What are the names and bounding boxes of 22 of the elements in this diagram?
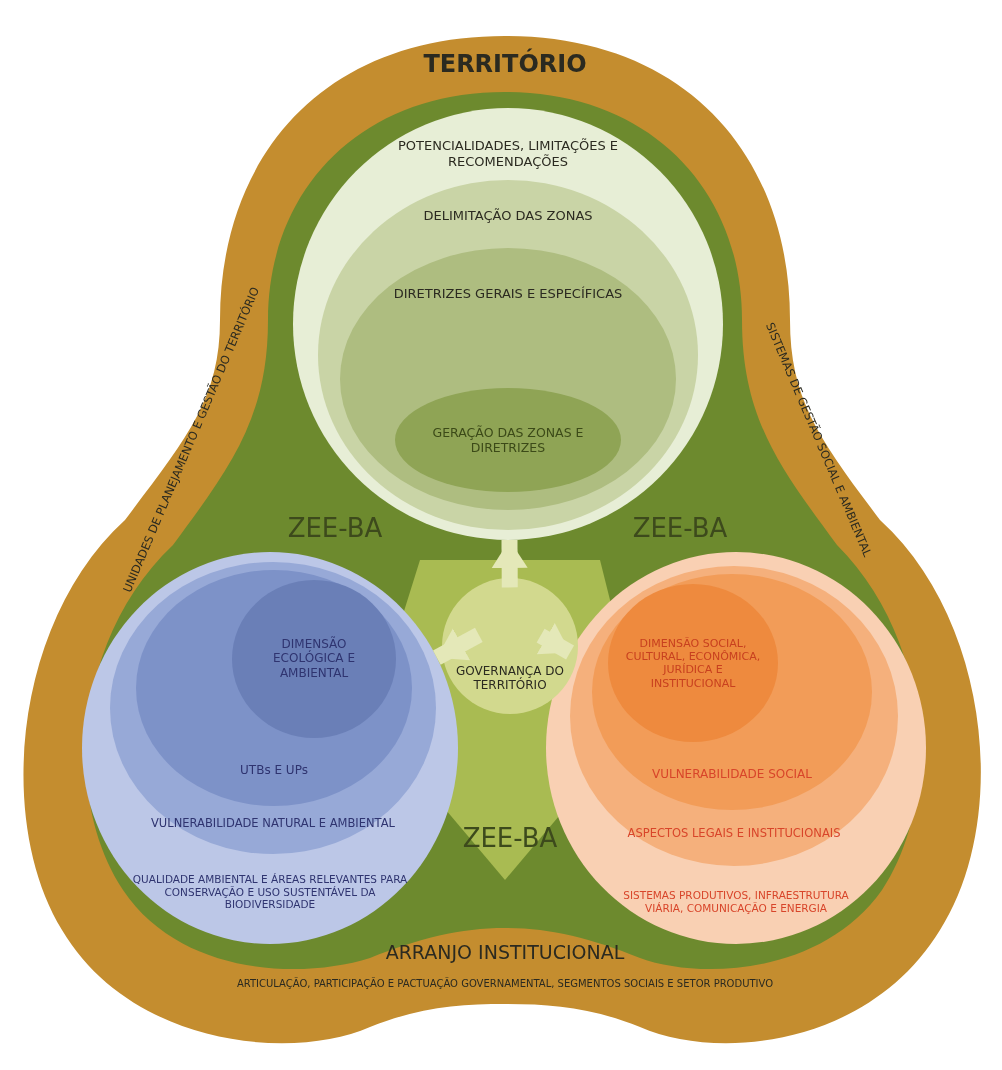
region-label: SISTEMAS PRODUTIVOS, INFRAESTRUTURA VIÁRIA, COMUNICAÇÃO E ENERGIA: [622, 889, 850, 915]
region-label: DIRETRIZES GERAIS E ESPECÍFICAS: [392, 286, 624, 302]
region-label: GOVERNANÇA DO TERRITÓRIO: [455, 663, 565, 693]
region-label: ZEE-BA: [632, 513, 728, 543]
region-label: DIMENSÃO ECOLÓGICA E AMBIENTAL: [272, 637, 356, 681]
region-label: ZEE-BA: [287, 513, 383, 543]
region-label: POTENCIALIDADES, LIMITAÇÕES E RECOMENDAÇÕES: [396, 138, 620, 170]
region-label: ZEE-BA: [462, 823, 558, 853]
region-label: UTBs E UPs: [239, 762, 309, 778]
region-label: QUALIDADE AMBIENTAL E ÁREAS RELEVANTES PARA CONSERVAÇÃO E USO SUSTENTÁVEL DA BIODIVERSIDADE: [131, 873, 409, 911]
arrow: [433, 627, 483, 665]
arrow: [491, 539, 528, 588]
arrow: [536, 623, 575, 660]
band-title: TERRITÓRIO: [422, 49, 588, 79]
region-label: DIMENSÃO SOCIAL, CULTURAL, ECONÔMICA, JURÍDICA E INSTITUCIONAL: [624, 636, 762, 690]
region-label: VULNERABILIDADE SOCIAL: [650, 766, 813, 782]
region-label: VULNERABILIDADE NATURAL E AMBIENTAL: [149, 817, 397, 831]
region-label: GERAÇÃO DAS ZONAS E DIRETRIZES: [431, 425, 585, 455]
band-title: ARRANJO INSTITUCIONAL: [384, 940, 626, 964]
region-label: DELIMITAÇÃO DAS ZONAS: [422, 208, 594, 224]
band-label: ARTICULAÇÃO, PARTICIPAÇÃO E PACTUAÇÃO GOVERNAMENTAL, SEGMENTOS SOCIAIS E SETOR PRODUTIVO: [235, 978, 775, 990]
region-label: ASPECTOS LEGAIS E INSTITUCIONAIS: [626, 827, 842, 841]
